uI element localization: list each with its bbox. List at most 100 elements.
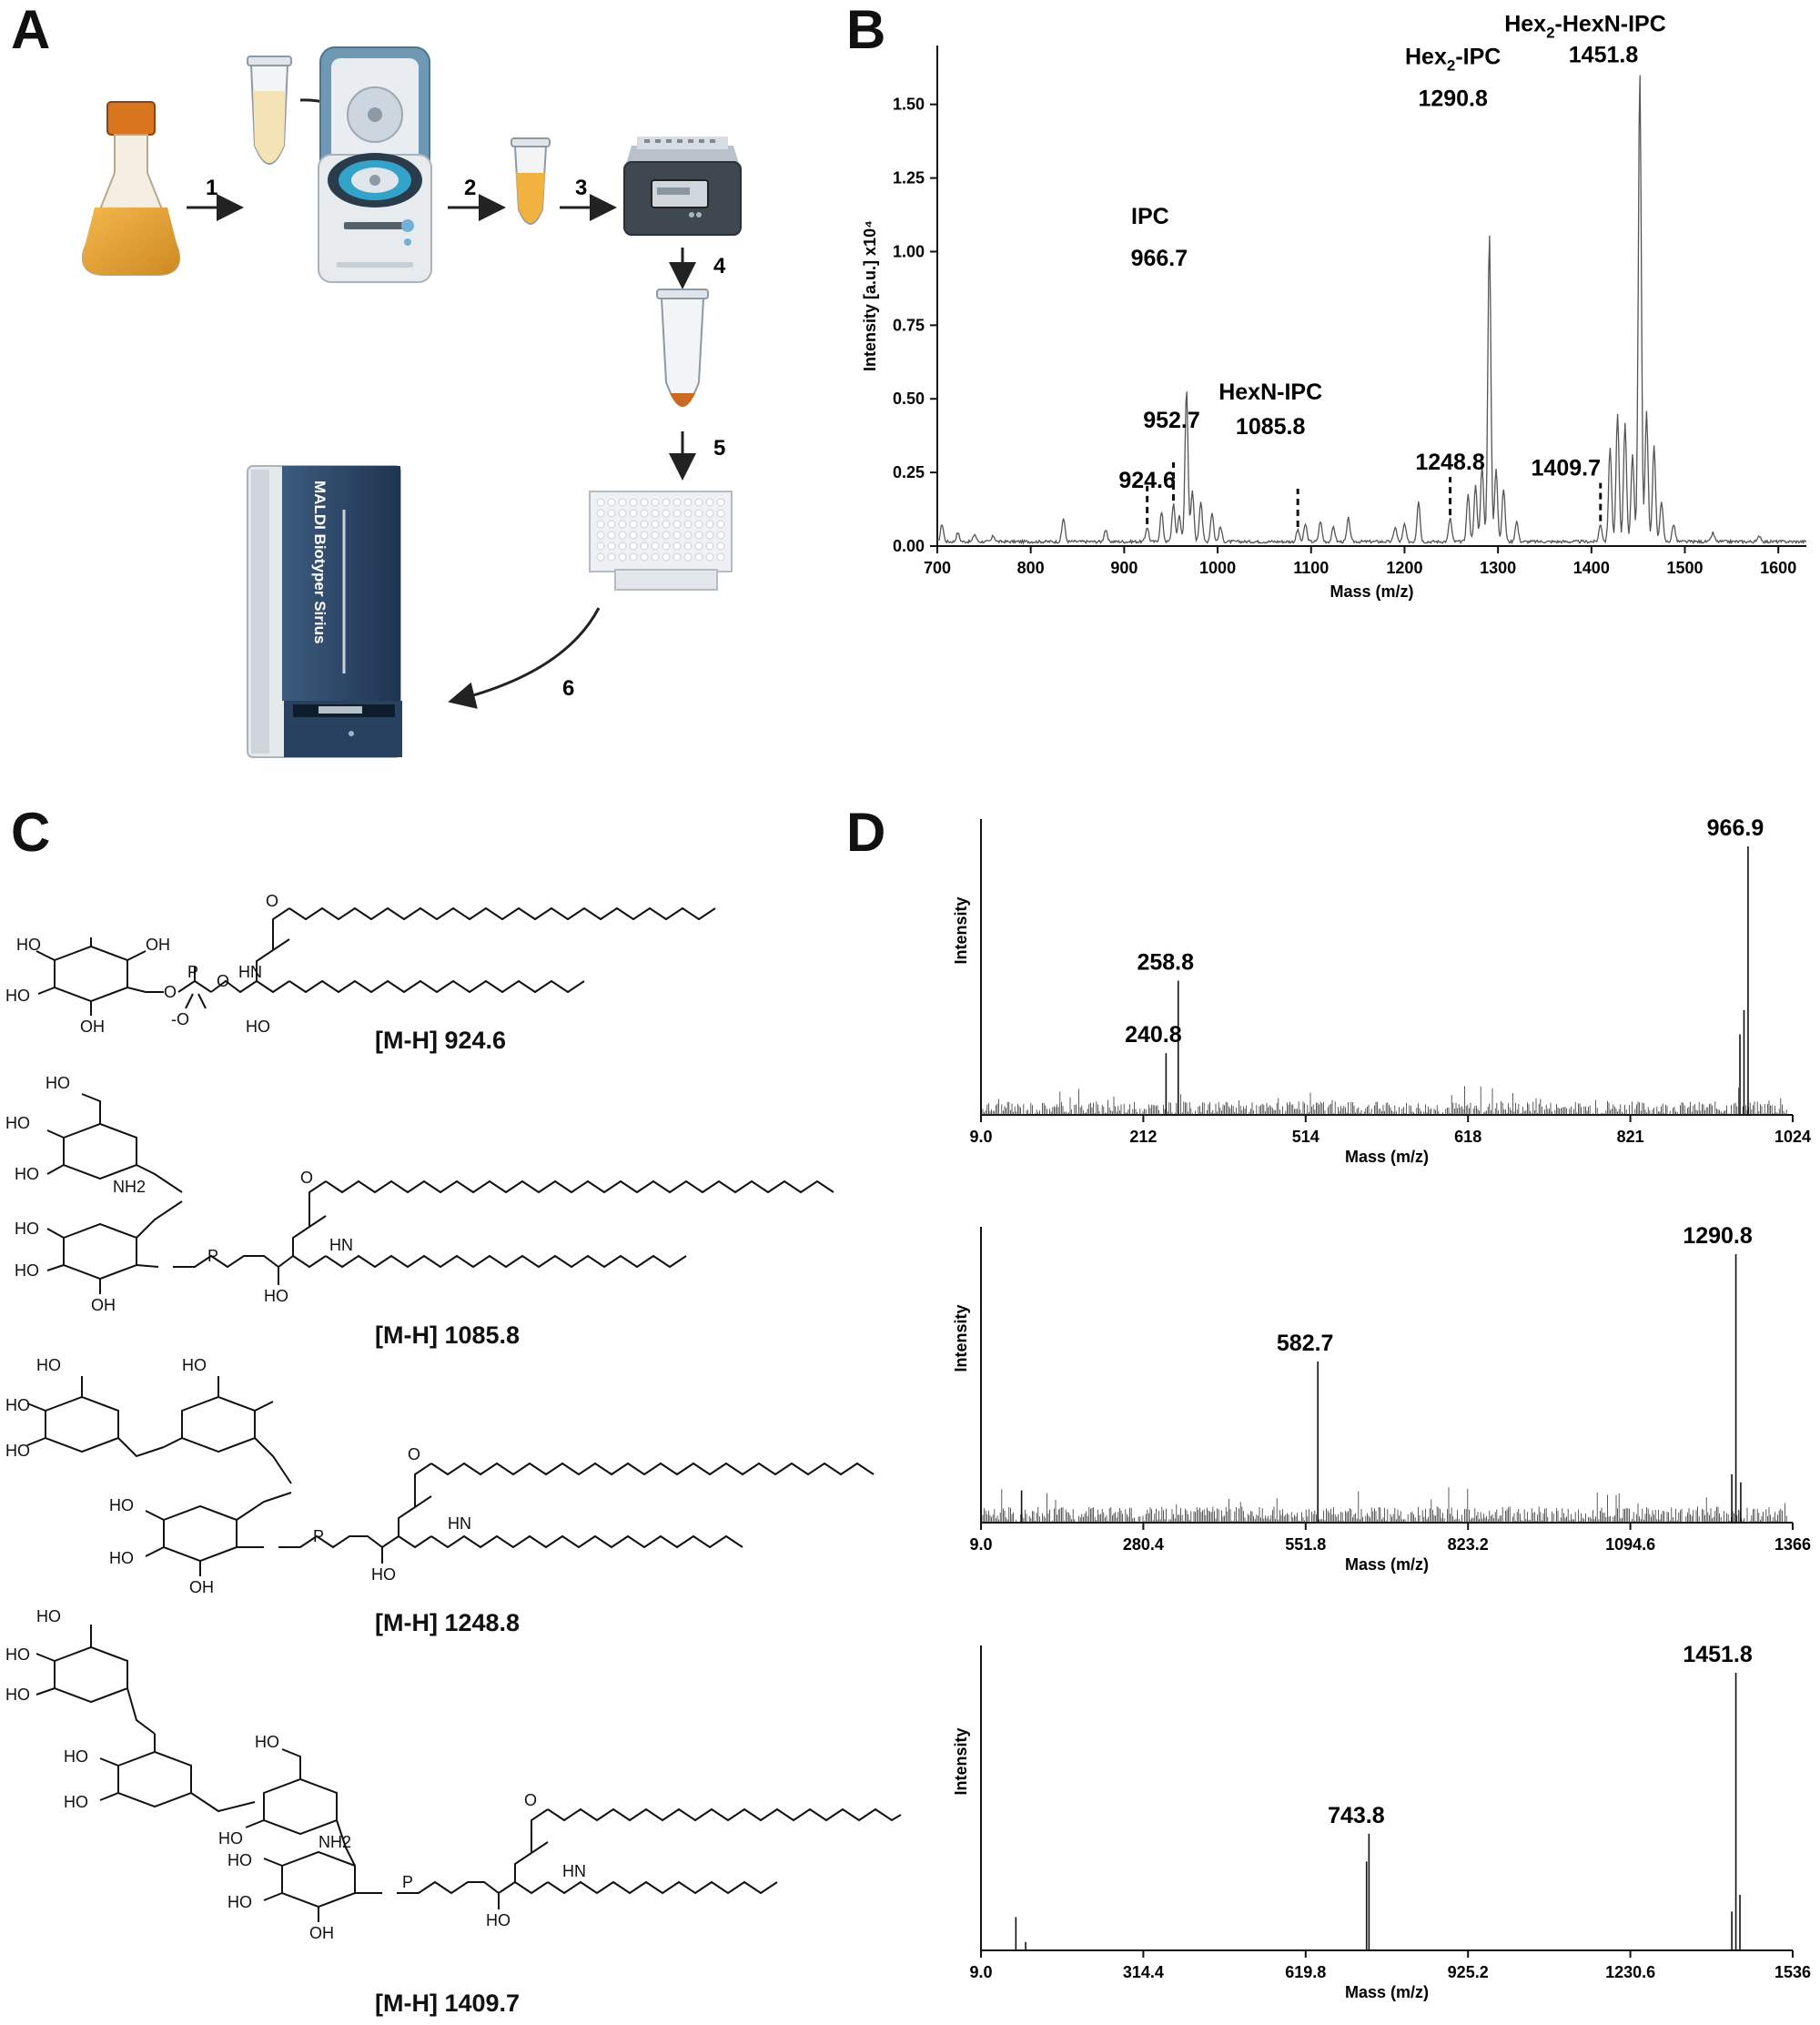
peak-annotation: 1290.8 <box>1418 86 1488 111</box>
peak-annotation: 966.7 <box>1131 246 1188 271</box>
peak-annotation: 924.6 <box>1118 468 1176 493</box>
peak-annotation: 240.8 <box>1125 1022 1182 1048</box>
atom-label: HN <box>329 1236 353 1254</box>
x-tick-label: 1094.6 <box>1605 1535 1655 1554</box>
x-tick-label: 212 <box>1129 1128 1157 1146</box>
step-6-arrow <box>448 607 601 709</box>
structure-hex2-hexn-ipc <box>35 1625 902 1922</box>
step-3-label: 3 <box>575 176 587 200</box>
atom-label: OH <box>80 1018 105 1036</box>
atom-label: HO <box>264 1287 288 1305</box>
x-axis-label: Mass (m/z) <box>1345 1148 1429 1166</box>
atom-label: HO <box>182 1356 207 1374</box>
atom-label: HO <box>15 1165 39 1183</box>
atom-label: OH <box>309 1924 334 1942</box>
peak-annotation: IPC <box>1131 204 1169 229</box>
series-noise <box>982 1487 1787 1523</box>
peak-annotation: 1451.8 <box>1683 1642 1753 1667</box>
step-5-label: 5 <box>713 436 725 461</box>
atom-label: HO <box>255 1733 279 1751</box>
step-6-label: 6 <box>562 676 574 701</box>
x-tick-label: 800 <box>1017 559 1045 577</box>
atom-label: NH2 <box>318 1833 351 1851</box>
centrifuge-icon <box>318 46 432 283</box>
peak-annotation: Hex2-HexN-IPC <box>1504 11 1666 41</box>
atom-label: P <box>402 1873 413 1891</box>
atom-label: HO <box>5 1114 30 1132</box>
x-tick-label: 1024 <box>1774 1128 1811 1146</box>
atom-label: HO <box>5 1396 30 1414</box>
x-axis-label: Mass (m/z) <box>1345 1983 1429 2001</box>
x-tick-label: 1230.6 <box>1605 1963 1655 1981</box>
x-tick-label: 1500 <box>1666 559 1703 577</box>
peak-annotation: 582.7 <box>1277 1331 1334 1356</box>
peak-annotation: 743.8 <box>1328 1803 1385 1828</box>
step-4-label: 4 <box>713 254 726 278</box>
maldi-instrument-icon <box>247 465 402 758</box>
supernatant-tube-icon <box>511 137 551 225</box>
panel-letter-b: B <box>846 0 886 60</box>
atom-label: O <box>217 972 229 990</box>
atom-label: O <box>164 983 177 1001</box>
heat-block-icon <box>623 137 742 236</box>
x-tick-label: 1200 <box>1386 559 1422 577</box>
x-tick-label: 1100 <box>1293 559 1329 577</box>
culture-flask-icon <box>82 101 180 276</box>
step-1-label: 1 <box>206 176 217 200</box>
target-plate-icon <box>589 491 733 591</box>
peak-annotation: 1248.8 <box>1415 450 1485 475</box>
y-tick-label: 0.00 <box>893 537 925 555</box>
atom-label: O <box>266 892 278 910</box>
atom-label: HO <box>15 1220 39 1238</box>
panel-letter-d: D <box>846 802 886 863</box>
atom-label: HO <box>5 1645 30 1664</box>
y-axis-label: Intensity <box>952 896 970 964</box>
atom-label: HO <box>36 1356 61 1374</box>
y-tick-label: 1.00 <box>893 242 925 260</box>
lipid-structures: HO OH HO OH O P HN O -O O HO HO HO HO NH… <box>5 892 902 1942</box>
atom-label: NH2 <box>113 1178 146 1196</box>
atom-label: HO <box>46 1074 70 1092</box>
step-2-label: 2 <box>464 176 476 200</box>
x-tick-label: 1400 <box>1573 559 1610 577</box>
atom-label: HO <box>109 1496 134 1514</box>
atom-label: HO <box>5 987 30 1005</box>
x-tick-label: 551.8 <box>1285 1535 1326 1554</box>
atom-label: HO <box>109 1549 134 1567</box>
atom-label: HO <box>246 1018 270 1036</box>
atom-label: HO <box>5 1442 30 1460</box>
atom-label: HO <box>64 1793 88 1811</box>
x-tick-label: 1300 <box>1480 559 1516 577</box>
atom-label: O <box>524 1791 537 1809</box>
x-tick-label: 514 <box>1292 1128 1320 1146</box>
atom-label: P <box>313 1527 324 1545</box>
atom-label: HO <box>228 1851 252 1869</box>
x-tick-label: 9.0 <box>969 1128 992 1146</box>
peak-annotation: 966.9 <box>1707 815 1764 841</box>
atom-label: HN <box>238 963 262 981</box>
structure-label-3: [M-H] 1248.8 <box>375 1609 521 1636</box>
atom-label: HO <box>64 1747 88 1766</box>
instrument-label: MALDI Biotyper Sirius <box>311 481 329 643</box>
atom-label: HO <box>36 1607 61 1625</box>
x-tick-label: 700 <box>924 559 951 577</box>
peak-annotation: 952.7 <box>1143 408 1200 433</box>
atom-label: HO <box>218 1829 243 1848</box>
peak-annotation: HexN-IPC <box>1218 380 1322 405</box>
structure-ipc <box>35 906 716 1016</box>
x-axis-label: Mass (m/z) <box>1345 1555 1429 1574</box>
x-tick-label: 823.2 <box>1448 1535 1489 1554</box>
atom-label: O <box>300 1169 313 1187</box>
atom-label: HO <box>486 1911 511 1929</box>
atom-label: OH <box>91 1296 116 1314</box>
y-axis-label: Intensity <box>952 1304 970 1372</box>
atom-label: HN <box>562 1862 586 1880</box>
y-axis-label: Intensity <box>952 1727 970 1795</box>
extract-tube-icon <box>656 289 709 407</box>
atom-label: OH <box>146 936 170 954</box>
panel-letter-c: C <box>11 802 51 863</box>
x-tick-label: 900 <box>1110 559 1138 577</box>
